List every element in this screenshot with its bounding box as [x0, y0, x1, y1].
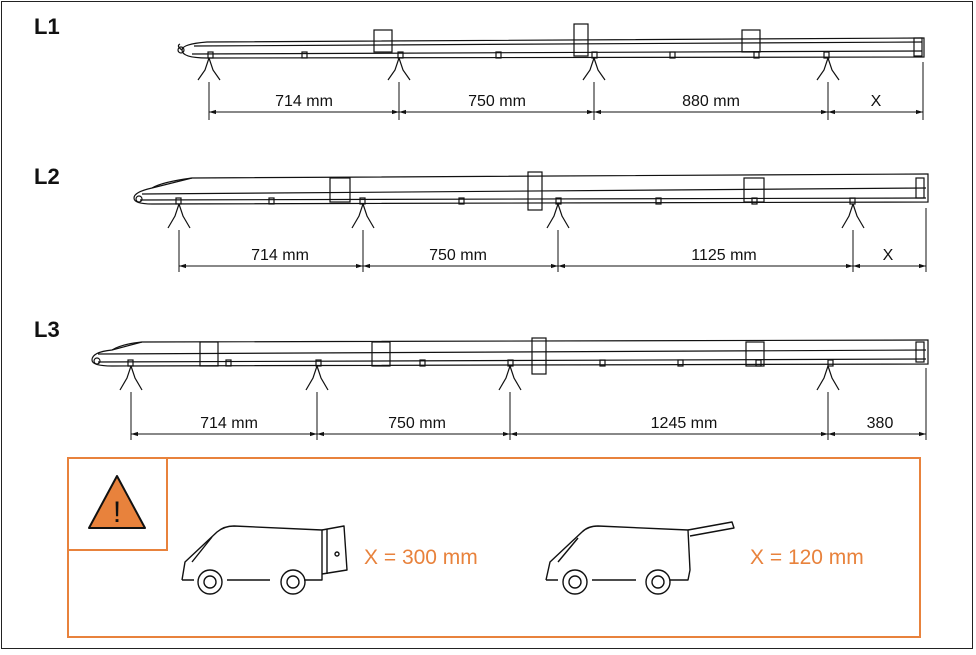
dimension-label: 1125 mm — [691, 247, 757, 264]
mounting-feet — [197, 57, 840, 81]
row-l2: L2 — [34, 164, 929, 272]
van-with-ladder-icon — [545, 521, 735, 595]
mounting-feet — [119, 365, 840, 391]
dimension-label: 880 mm — [682, 93, 740, 110]
dimension-label: 1245 mm — [651, 415, 718, 432]
dimension-lines — [208, 62, 924, 120]
clearance-text-box: X = 300 mm — [364, 546, 478, 569]
roof-rail — [177, 23, 925, 59]
row-l3: L3 — [34, 317, 929, 440]
dimension-label: 750 mm — [429, 247, 487, 264]
clearance-text-ladder: X = 120 mm — [750, 546, 864, 569]
roof-rail — [91, 337, 929, 375]
row-label: L2 — [34, 164, 60, 189]
dimension-label: 750 mm — [468, 93, 526, 110]
dimension-label: 714 mm — [200, 415, 258, 432]
roof-rail — [133, 171, 929, 211]
row-label: L1 — [34, 14, 60, 39]
dimension-lines — [178, 208, 927, 272]
row-l1: L1 — [34, 14, 925, 120]
warning-glyph: ! — [113, 496, 121, 529]
row-label: L3 — [34, 317, 60, 342]
mounting-feet — [167, 203, 865, 229]
dimension-label: 380 — [867, 415, 894, 432]
dimension-label: X — [871, 93, 882, 110]
warning-triangle-icon: ! — [88, 475, 146, 529]
dimension-label: X — [883, 247, 894, 264]
dimension-label: 750 mm — [388, 415, 446, 432]
van-with-box-icon — [181, 525, 348, 595]
warning-panel: ! X = 300 mm X = 120 mm — [67, 457, 921, 638]
dimension-lines — [130, 368, 927, 440]
dimension-label: 714 mm — [275, 93, 333, 110]
dimension-label: 714 mm — [251, 247, 309, 264]
